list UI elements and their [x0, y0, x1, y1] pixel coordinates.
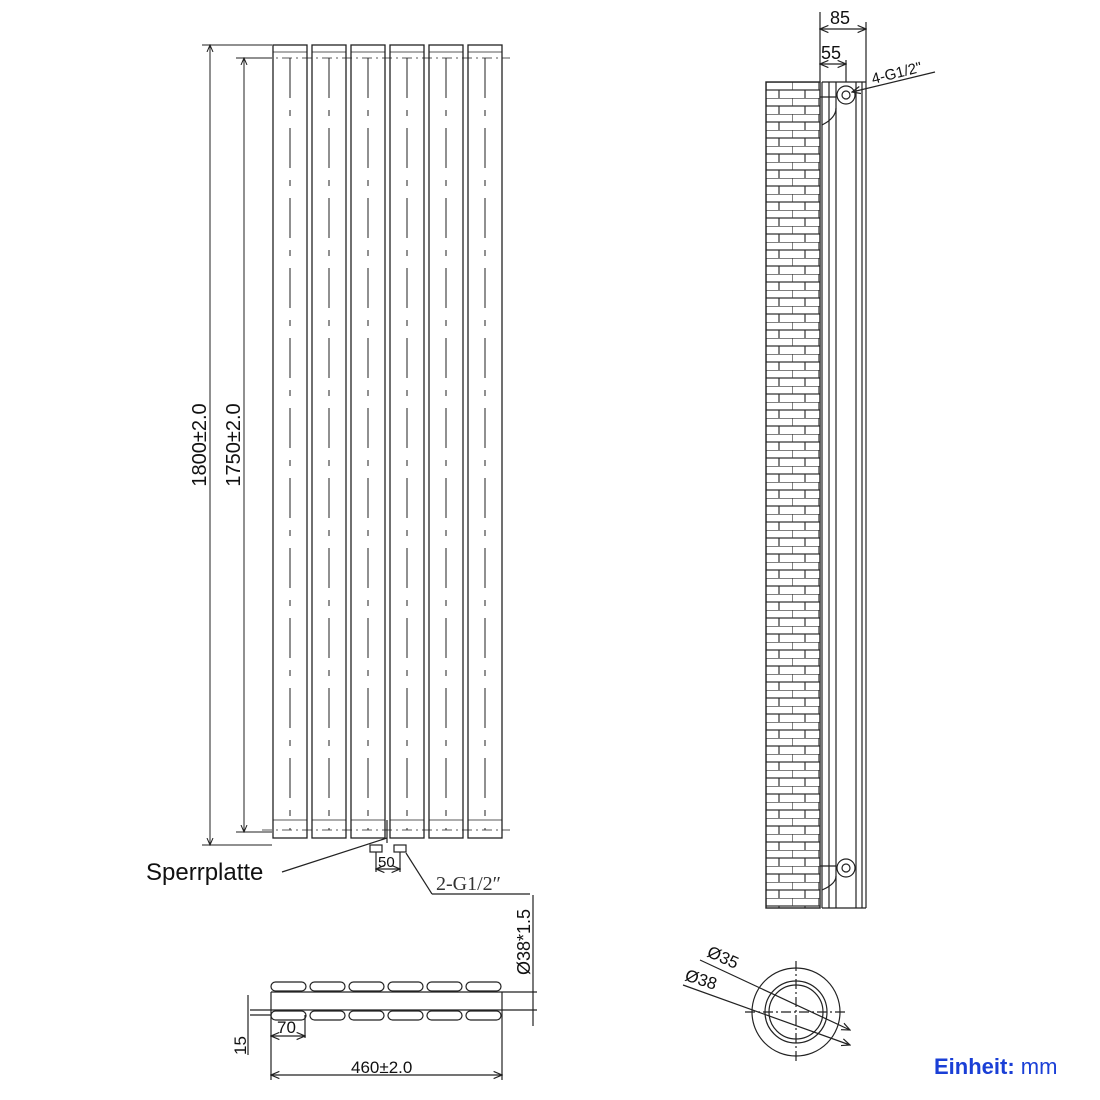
tube-oval: [465, 981, 502, 992]
front-view: [262, 44, 510, 839]
radiator-column: [311, 44, 347, 839]
connection-spacing-label: 50: [378, 854, 395, 871]
wall-to-center-label: 55: [821, 43, 841, 63]
tube-oval: [426, 981, 463, 992]
column-pitch-label: 70: [277, 1018, 296, 1037]
wall-offset-label: 15: [231, 1036, 250, 1055]
radiator-column: [350, 44, 386, 839]
wall-bricks: [765, 81, 821, 909]
height-centers-label: 1750±2.0: [223, 403, 245, 486]
tube-oval: [309, 981, 346, 992]
width-total-label: 460±2.0: [351, 1058, 412, 1077]
bottom-connections: [281, 820, 530, 895]
depth-total-label: 85: [830, 8, 850, 28]
top-view: [247, 895, 537, 1080]
side-view-radiator: [820, 12, 936, 909]
tube-oval: [465, 1010, 502, 1021]
radiator-column: [272, 44, 308, 839]
tube-oval: [348, 1010, 385, 1021]
tube-oval: [387, 1010, 424, 1021]
tube-size-label: Ø38*1.5: [514, 909, 534, 975]
unit-value: mm: [1020, 1054, 1058, 1079]
outer-diameter-label: Ø38: [683, 966, 719, 994]
tube-oval: [270, 1010, 307, 1021]
bottom-connections-label: 2-G1/2″: [436, 873, 501, 895]
unit-note: Einheit: mm: [934, 1054, 1057, 1080]
front-dimension-1800: [202, 45, 272, 845]
radiator-column: [389, 44, 425, 839]
radiator-column: [467, 44, 503, 839]
unit-label: Einheit:: [934, 1054, 1015, 1079]
tube-oval: [348, 981, 385, 992]
tube-oval: [426, 1010, 463, 1021]
blanking-plate-label: Sperrplatte: [146, 859, 263, 886]
inner-diameter-label: Ø35: [704, 942, 741, 972]
tube-oval: [270, 981, 307, 992]
tube-section: [682, 959, 850, 1063]
radiator-column: [428, 44, 464, 839]
tube-oval: [309, 1010, 346, 1021]
tube-oval: [387, 981, 424, 992]
height-total-label: 1800±2.0: [189, 403, 211, 486]
side-connections-label: 4-G1/2": [870, 59, 924, 88]
